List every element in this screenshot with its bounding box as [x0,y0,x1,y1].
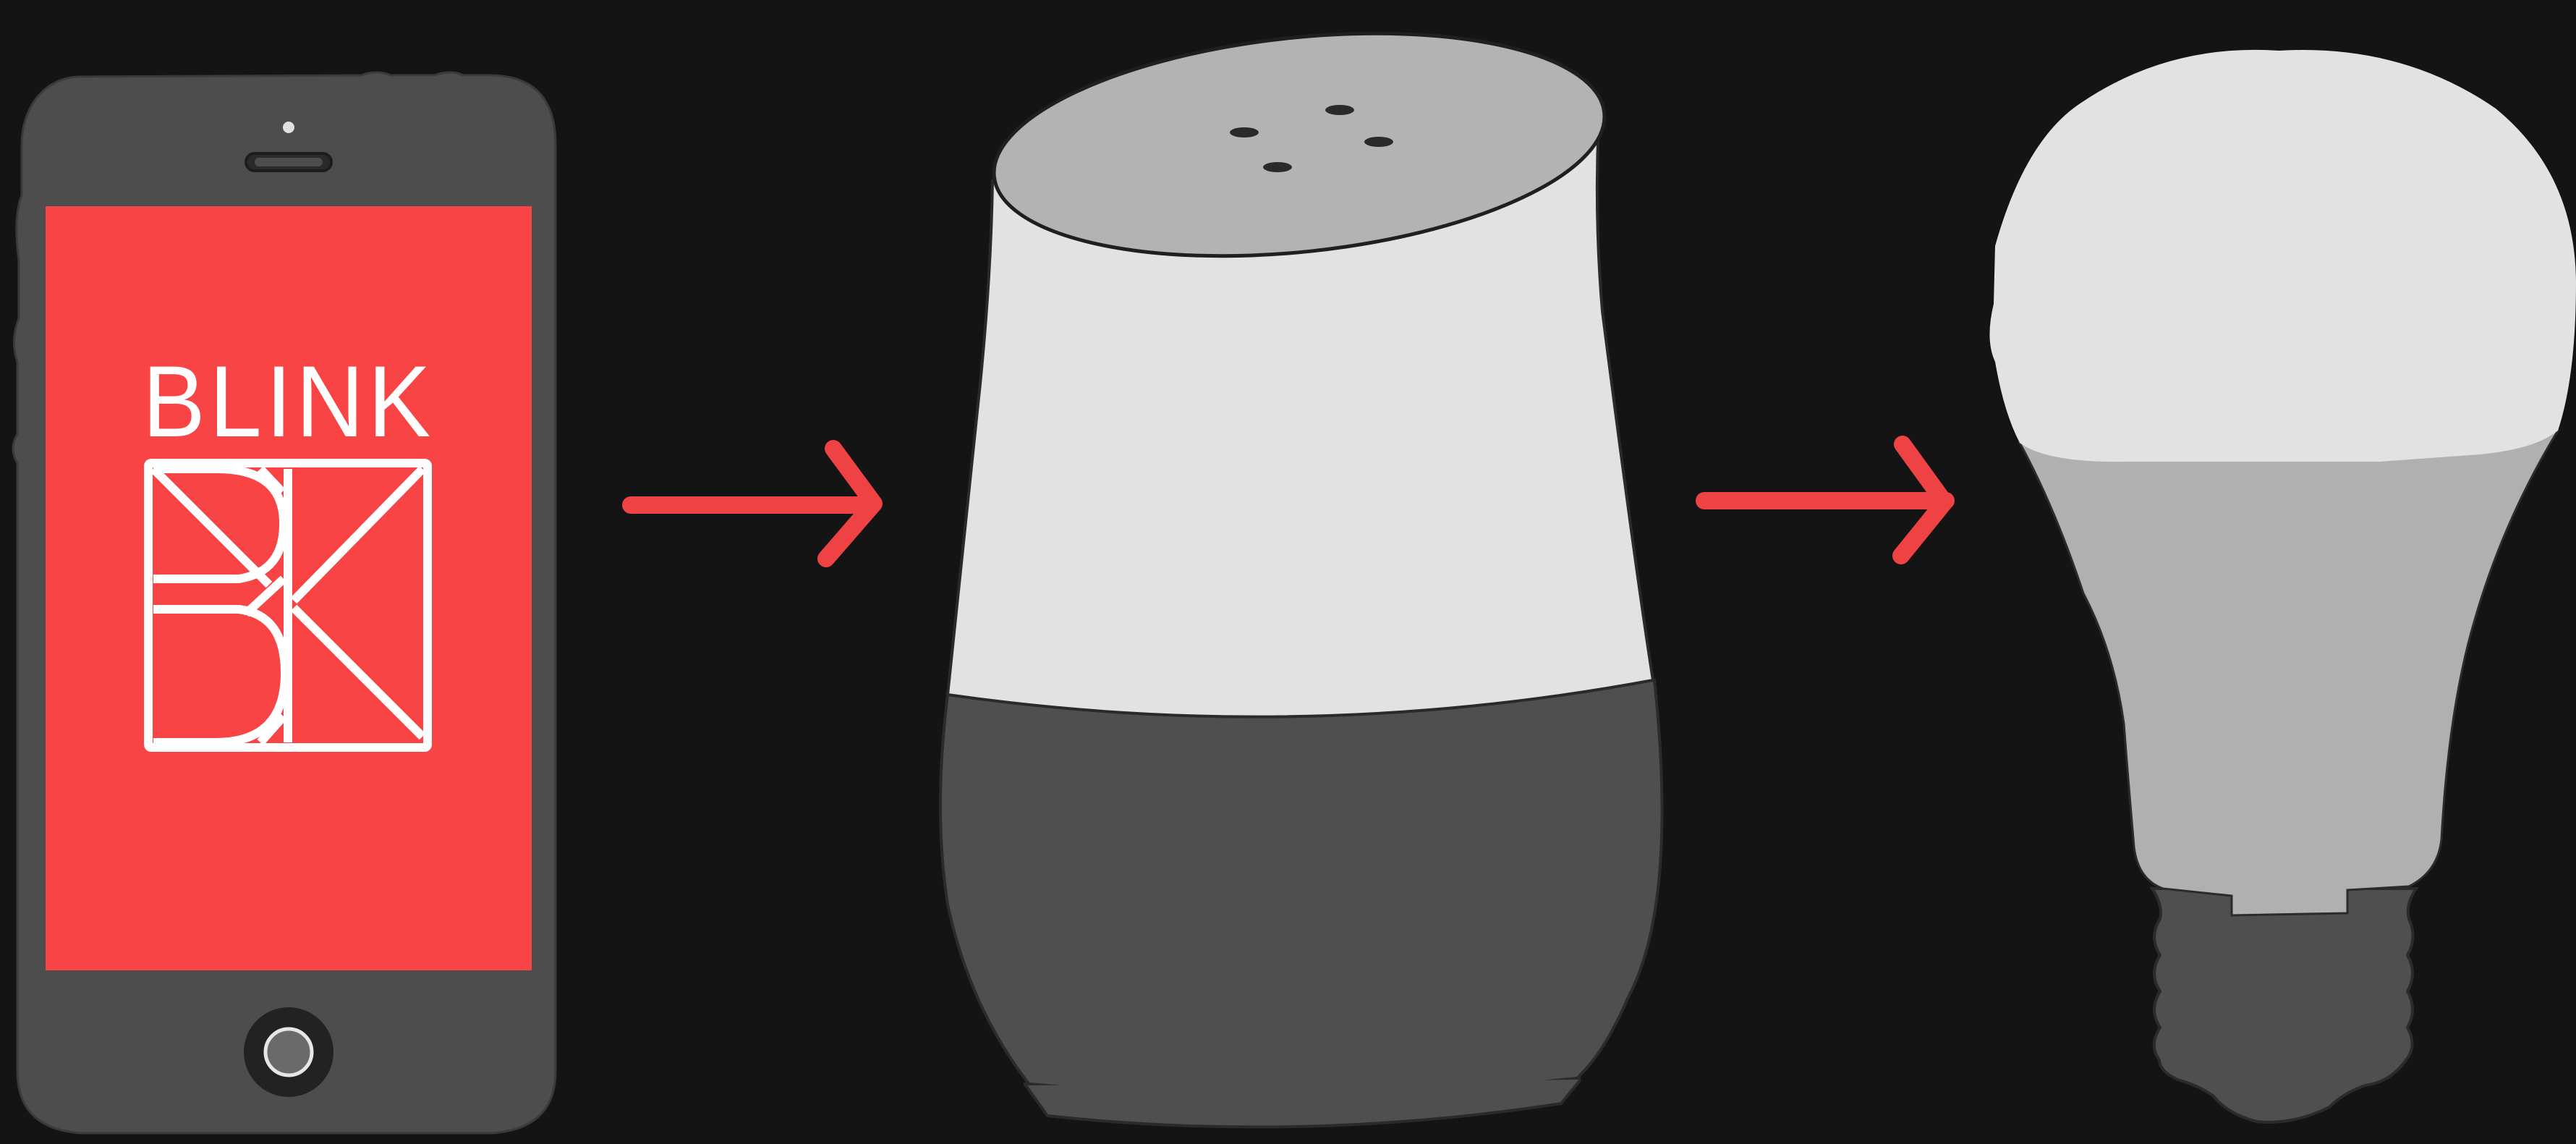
bulb-screw-base [2152,889,2416,1122]
arrow-speaker-to-bulb [1704,444,1946,556]
bulb-neck [2020,431,2558,915]
smartphone: BLINK [13,72,556,1133]
bulb-globe [1989,50,2576,462]
speaker-lower-body [940,680,1662,1114]
light-bulb [1989,50,2576,1122]
app-name-text: BLINK [143,344,435,458]
smart-speaker [940,6,1662,1127]
phone-front-camera [283,122,294,133]
arrow-phone-to-speaker [631,449,874,559]
